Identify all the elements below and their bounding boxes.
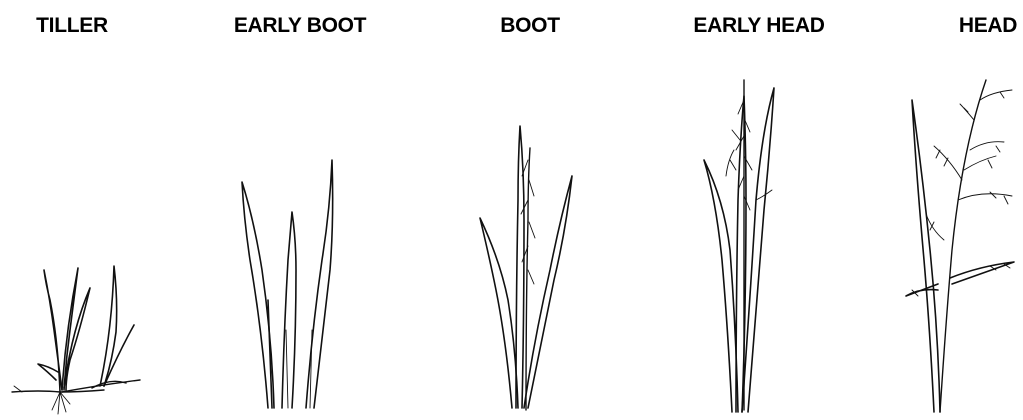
grass-growth-stages-diagram: TILLER EARLY BOOT BOOT EARLY HEAD HEAD <box>0 0 1023 420</box>
grass-head-icon <box>0 0 1023 420</box>
